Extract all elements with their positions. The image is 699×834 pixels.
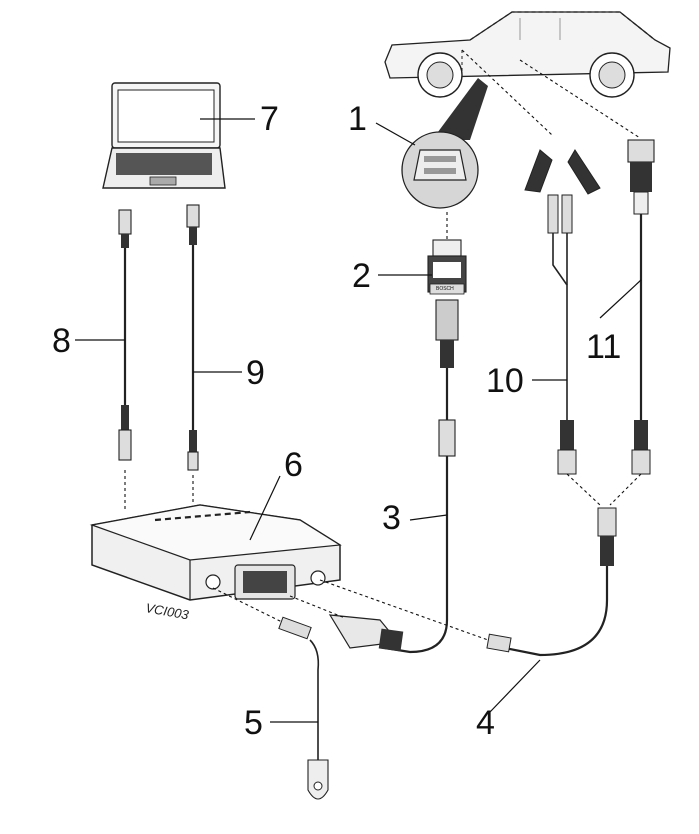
- vci-device: [89, 504, 342, 601]
- obd-adapter: [427, 239, 467, 368]
- leader-1: [375, 122, 416, 146]
- dash-car-clamps: [461, 49, 553, 136]
- callout-11: 11: [586, 328, 621, 366]
- dash-vci-3: [289, 595, 346, 619]
- callout-10: 10: [486, 362, 524, 400]
- ethernet-cable: [118, 209, 132, 461]
- cable-4: [486, 507, 617, 657]
- car-illustration: [384, 11, 671, 98]
- laptop: [102, 82, 226, 189]
- dash-merge: [566, 473, 642, 506]
- battery-clamps: [524, 149, 601, 475]
- leader-6: [249, 475, 281, 541]
- callout-4: 4: [476, 704, 495, 742]
- callout-2: 2: [352, 257, 371, 295]
- adapter-brand-label: BOSCH: [436, 286, 454, 292]
- callout-7: 7: [260, 100, 279, 138]
- callout-8: 8: [52, 322, 71, 360]
- dsub-connector: [328, 614, 404, 652]
- callout-6: 6: [284, 446, 303, 484]
- callout-9: 9: [246, 354, 265, 392]
- cable-5: [278, 616, 329, 800]
- dash-vci-5: [212, 587, 283, 623]
- leader-4: [489, 659, 541, 713]
- callout-1: 1: [348, 100, 367, 138]
- obd-socket-zoom: [401, 131, 479, 209]
- callout-3: 3: [382, 499, 401, 537]
- vci-model-label: VCI003: [144, 600, 190, 622]
- zoom-cone: [432, 78, 488, 140]
- usb-cable: [186, 204, 200, 471]
- leader-11: [599, 279, 642, 319]
- callout-5: 5: [244, 704, 263, 742]
- cable-3: [384, 368, 456, 654]
- leader-3: [409, 514, 448, 521]
- cigarette-plug: [627, 139, 655, 475]
